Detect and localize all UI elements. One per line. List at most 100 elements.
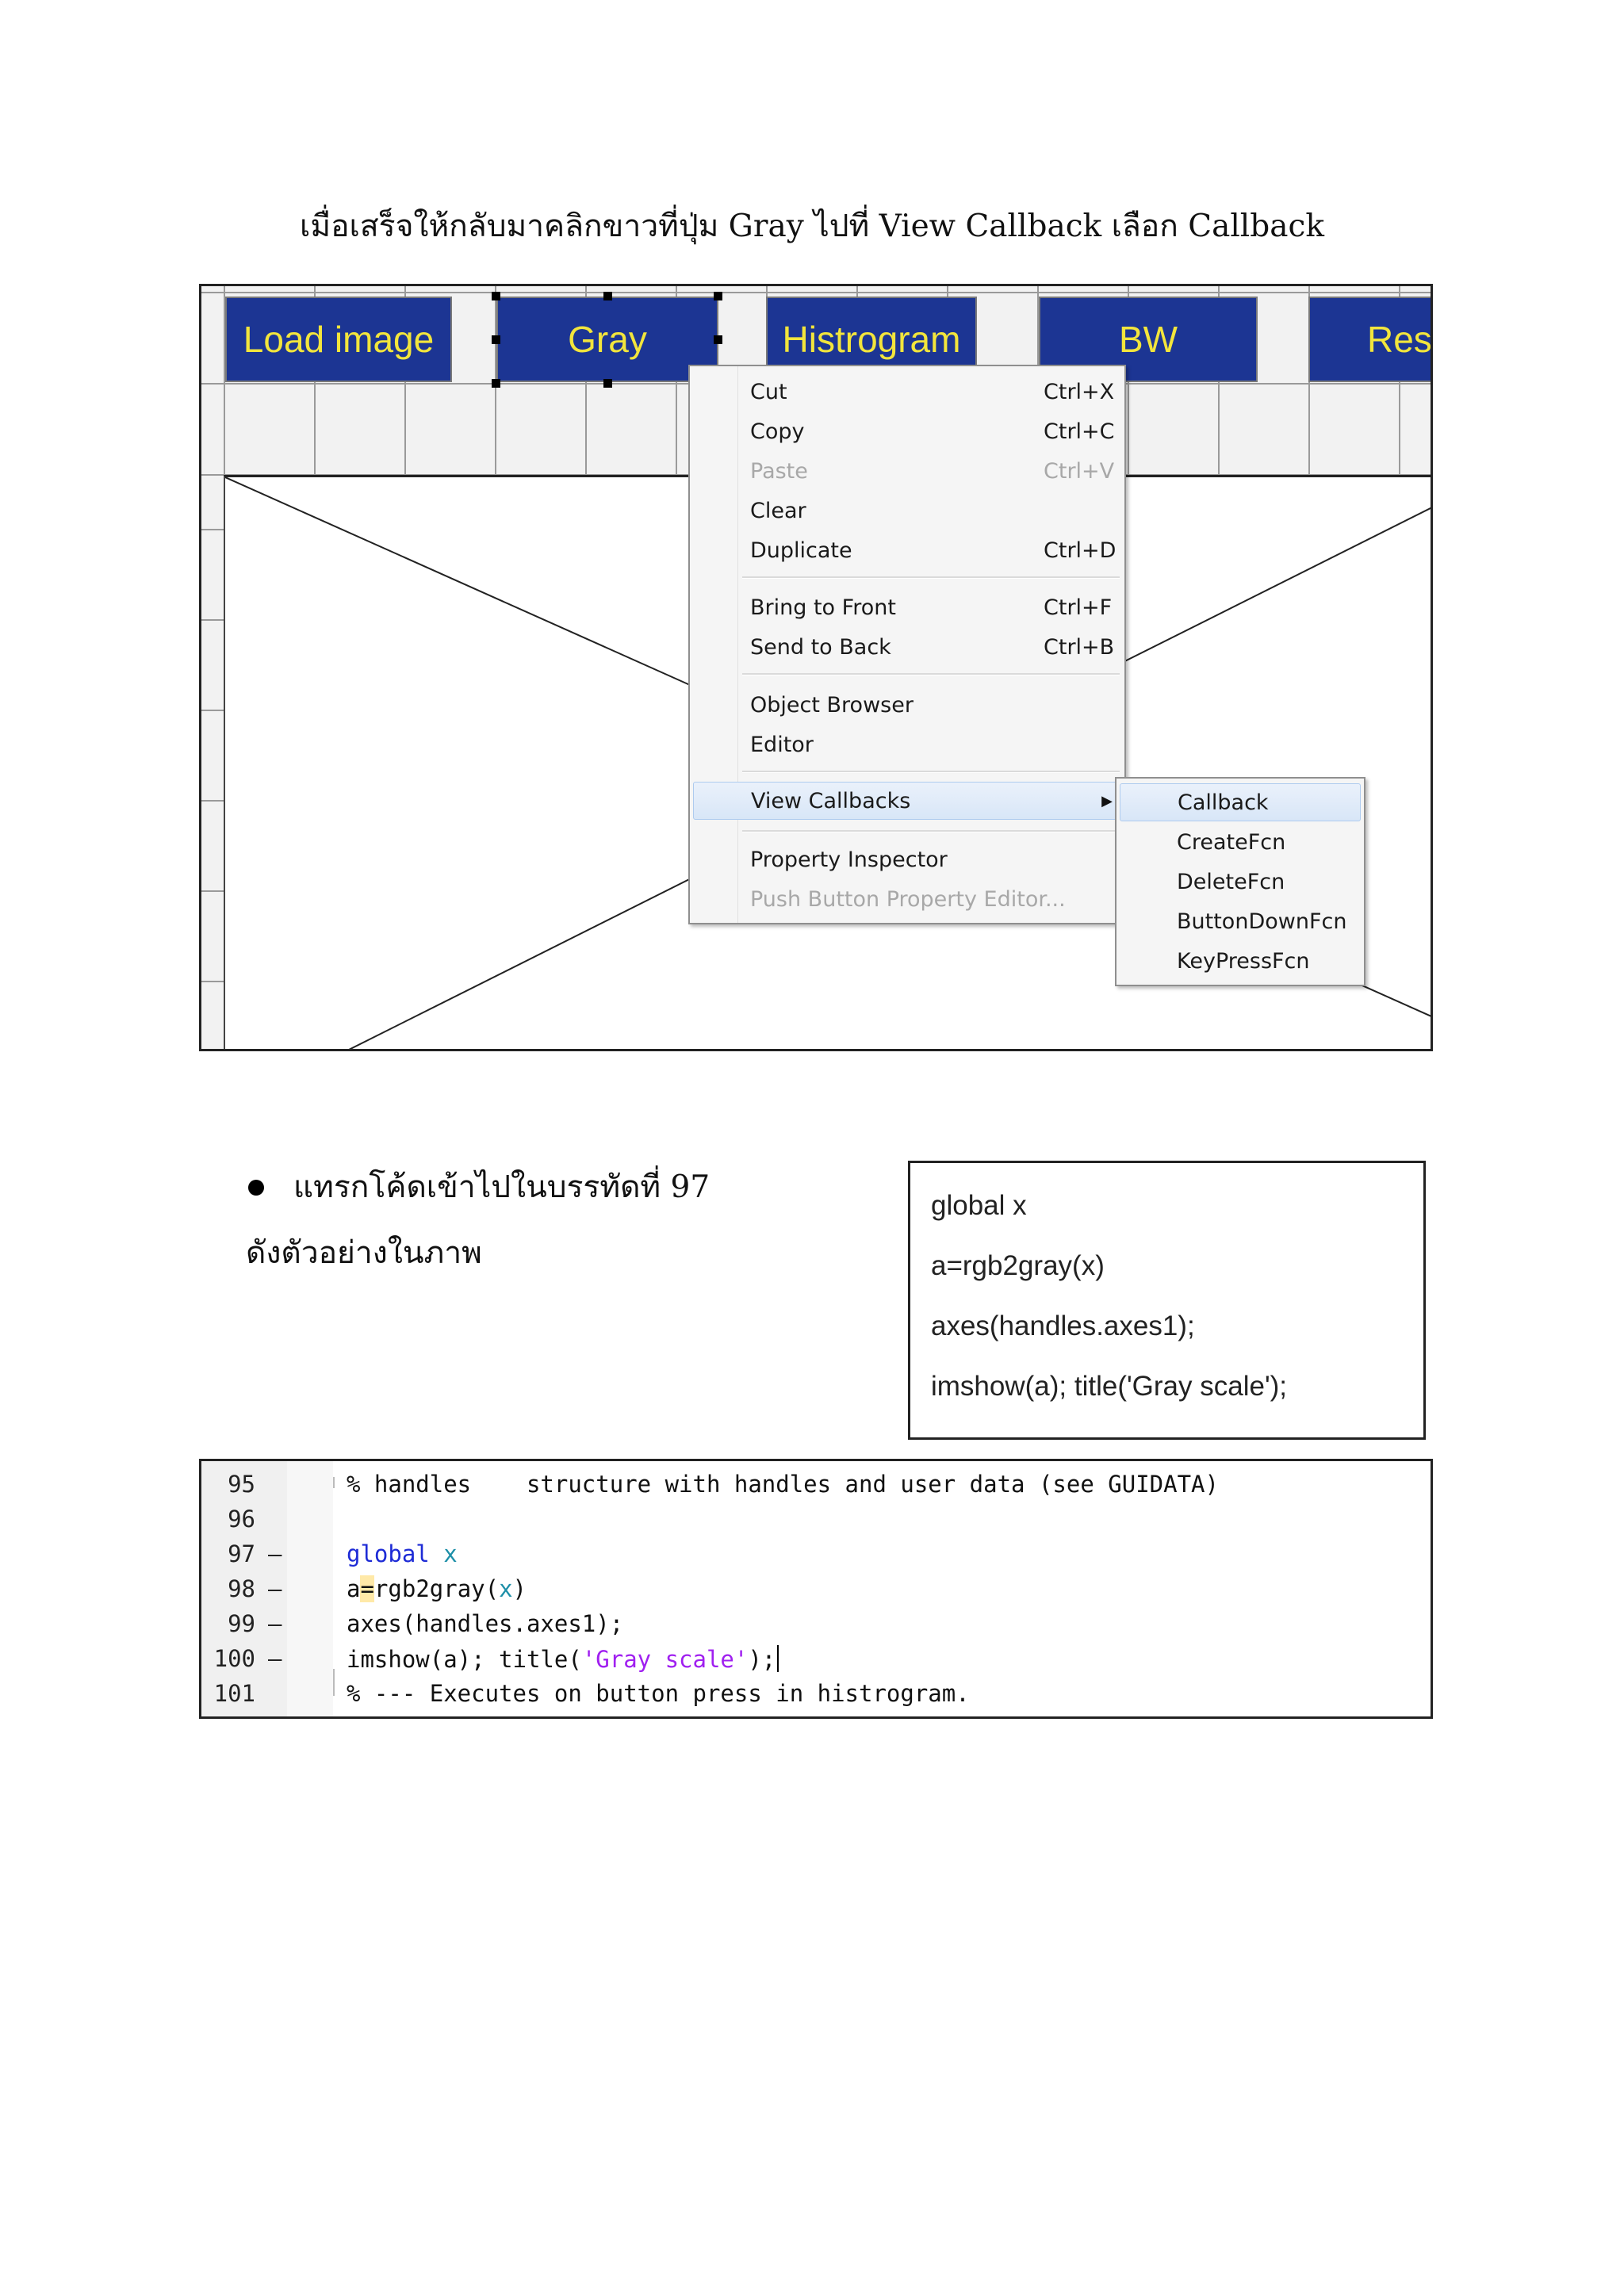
menu-item-label: Bring to Front [750,595,896,620]
fold-marker [333,1477,335,1488]
bullet-icon [248,1180,264,1196]
submenu-item-callback[interactable]: Callback [1120,783,1361,821]
selection-handle[interactable] [492,335,500,344]
menu-item-clear[interactable]: Clear [693,492,1121,530]
menu-item-shortcut: Ctrl+B [1044,634,1115,660]
code-text: axes(handles.axes1); [347,1610,624,1637]
line-number: 96 [228,1506,255,1533]
code-text: % handles structure with handles and use… [347,1471,1219,1498]
editor-line-101[interactable]: 101 % --- Executes on button press in hi… [201,1680,1431,1715]
menu-item-shortcut: Ctrl+X [1044,379,1115,404]
menu-separator [742,673,1120,675]
line-number: 98 [228,1575,255,1602]
menu-item-label: DeleteFcn [1177,869,1285,894]
menu-item-label: Callback [1178,790,1269,815]
menu-item-shortcut: Ctrl+C [1044,419,1115,444]
menu-item-copy[interactable]: Copy Ctrl+C [693,412,1121,450]
menu-item-label: CreateFcn [1177,829,1286,855]
breakpoint-dash[interactable]: – [268,1610,282,1637]
menu-item-cut[interactable]: Cut Ctrl+X [693,373,1121,411]
left-ruler [201,476,225,1049]
menu-item-label: Clear [750,498,806,523]
menu-item-bring-to-front[interactable]: Bring to Front Ctrl+F [693,588,1121,626]
menu-item-view-callbacks[interactable]: View Callbacks ▶ [693,782,1121,820]
line-number-gutter [201,1461,287,1716]
breakpoint-dash[interactable]: – [268,1540,282,1567]
line-number: 101 [213,1680,255,1707]
menu-item-editor[interactable]: Editor [693,725,1121,763]
load-image-button[interactable]: Load image [225,297,452,382]
menu-separator [742,771,1120,773]
menu-item-label: Copy [750,419,805,444]
editor-line-98[interactable]: 98 – a=rgb2gray(x) [201,1575,1431,1610]
menu-item-label: Cut [750,379,787,404]
fold-marker [333,1669,335,1696]
code-line: a=rgb2gray(x) [931,1250,1105,1281]
menu-item-label: ButtonDownFcn [1177,909,1347,934]
menu-item-label: Paste [750,458,808,484]
editor-line-95[interactable]: 95 % handles structure with handles and … [201,1471,1431,1506]
line-number: 95 [228,1471,255,1498]
menu-item-object-browser[interactable]: Object Browser [693,686,1121,724]
context-menu: Cut Ctrl+X Copy Ctrl+C Paste Ctrl+V Clea… [688,365,1126,924]
menu-item-shortcut: Ctrl+F [1044,595,1113,620]
menu-item-send-to-back[interactable]: Send to Back Ctrl+B [693,628,1121,666]
menu-item-duplicate[interactable]: Duplicate Ctrl+D [693,531,1121,569]
selection-handle[interactable] [492,379,500,388]
menu-separator [742,830,1120,832]
menu-item-label: Send to Back [750,634,891,660]
menu-separator [742,576,1120,579]
variable: x [499,1575,513,1602]
reset-button[interactable]: Res [1308,297,1431,382]
editor-line-100[interactable]: 100 – imshow(a); title('Gray scale'); [201,1645,1431,1680]
string-literal: 'Gray scale' [581,1646,749,1673]
menu-item-label: Object Browser [750,692,914,718]
text-cursor [777,1645,779,1672]
submenu-arrow-icon: ▶ [1101,792,1113,809]
instruction-line-2: ดังตัวอย่างในภาพ [246,1235,482,1271]
editor-line-97[interactable]: 97 – global x [201,1540,1431,1575]
variable: x [443,1540,458,1567]
operator: = [360,1575,374,1602]
menu-item-property-inspector[interactable]: Property Inspector [693,840,1121,878]
code-editor-screenshot: 95 % handles structure with handles and … [199,1459,1433,1719]
breakpoint-dash[interactable]: – [268,1575,282,1602]
submenu-item-keypressfcn[interactable]: KeyPressFcn [1120,942,1361,980]
variable: a [347,1575,361,1602]
submenu-item-buttondownfcn[interactable]: ButtonDownFcn [1120,902,1361,940]
view-callbacks-submenu: Callback CreateFcn DeleteFcn ButtonDownF… [1115,777,1365,986]
menu-item-paste: Paste Ctrl+V [693,452,1121,490]
selection-handle[interactable] [714,292,722,300]
line-number: 100 [213,1645,255,1672]
code-snippet-box: global x a=rgb2gray(x) axes(handles.axes… [908,1161,1426,1440]
menu-item-shortcut: Ctrl+D [1044,538,1116,563]
menu-item-push-button-property-editor: Push Button Property Editor... [693,880,1121,918]
line-number: 99 [228,1610,255,1637]
editor-line-99[interactable]: 99 – axes(handles.axes1); [201,1610,1431,1645]
menu-item-shortcut: Ctrl+V [1044,458,1115,484]
menu-item-label: Editor [750,732,814,757]
code-text: imshow(a); title('Gray scale'); [347,1645,779,1673]
line-number: 97 [228,1540,255,1567]
keyword: global [347,1540,430,1567]
menu-item-label: Property Inspector [750,847,948,872]
selection-handle[interactable] [603,292,612,300]
menu-item-label: Duplicate [750,538,852,563]
menu-item-label: Push Button Property Editor... [750,886,1066,912]
code-segment: ); [748,1646,776,1673]
selection-handle[interactable] [714,335,722,344]
function-call: rgb2gray( [373,1575,500,1602]
code-line: axes(handles.axes1); [931,1311,1195,1341]
gray-button[interactable]: Gray [496,297,718,382]
editor-line-96[interactable]: 96 [201,1506,1431,1540]
instruction-caption: เมื่อเสร็จให้กลับมาคลิกขาวที่ปุ่ม Gray ไ… [300,209,1324,244]
code-line: global x [931,1190,1027,1221]
code-text: global x [347,1540,458,1567]
instruction-line-1: แทรกโค้ดเข้าไปในบรรทัดที่ 97 [293,1169,710,1205]
code-text: % --- Executes on button press in histro… [347,1680,970,1707]
submenu-item-deletefcn[interactable]: DeleteFcn [1120,863,1361,901]
submenu-item-createfcn[interactable]: CreateFcn [1120,823,1361,861]
selection-handle[interactable] [603,379,612,388]
breakpoint-dash[interactable]: – [268,1645,282,1672]
selection-handle[interactable] [492,292,500,300]
